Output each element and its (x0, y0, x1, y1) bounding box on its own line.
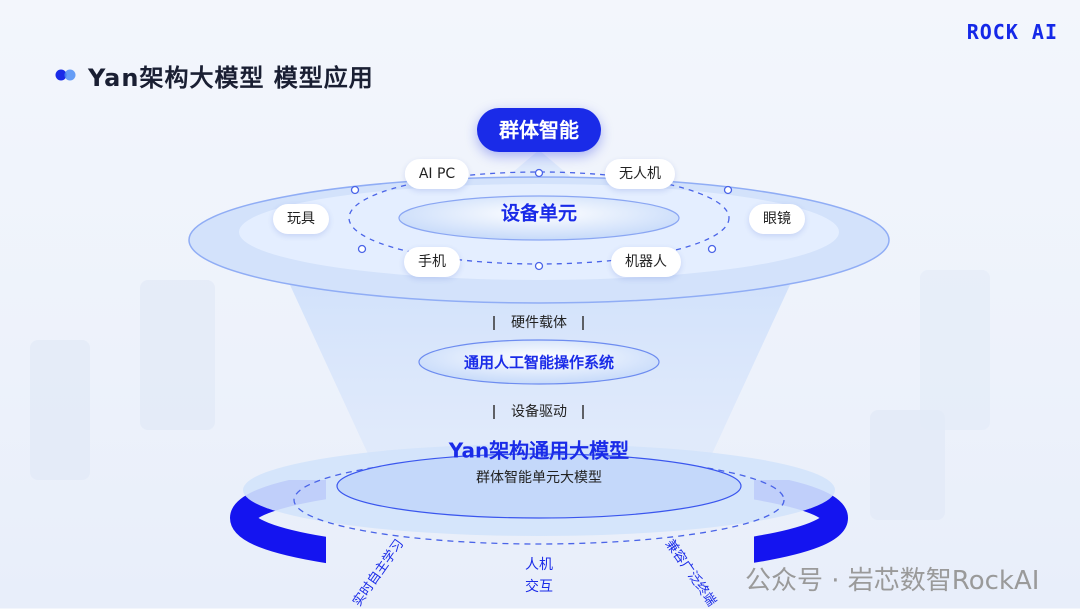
page-title: Yan架构大模型 模型应用 (88, 64, 374, 92)
title-bullet-icon (55, 69, 76, 81)
device-unit-disc (398, 195, 680, 241)
rockai-logo: ROCK AI (966, 20, 1058, 44)
device-driver-label: 设备驱动 (511, 404, 567, 420)
device-ai-pc: AI PC (404, 159, 470, 189)
watermark: 公众号 · 岩芯数智RockAI (745, 566, 1040, 596)
model-title: Yan架构通用大模型 (448, 438, 630, 463)
bg-block (920, 270, 990, 430)
device-unit-label: 设备单元 (500, 202, 578, 225)
bg-block (30, 340, 90, 480)
os-label: 通用人工智能操作系统 (463, 353, 615, 372)
os-disc (418, 339, 660, 385)
feature-hci-line2: 交互 (525, 579, 553, 595)
hardware-carrier-label: 硬件载体 (511, 315, 567, 331)
bg-block (870, 410, 945, 520)
device-robot: 机器人 (611, 247, 681, 277)
model-subtitle: 群体智能单元大模型 (476, 470, 602, 486)
bottom-inner-disc (336, 453, 742, 519)
swarm-intelligence-node: 群体智能 (477, 108, 601, 152)
feature-hci-line1: 人机 (525, 557, 553, 573)
bottom-dashed-ring (293, 455, 785, 545)
ring-node-dots (350, 168, 733, 271)
device-glasses: 眼镜 (749, 204, 805, 234)
device-phone: 手机 (404, 247, 460, 277)
up-arrow-icons (493, 316, 584, 419)
device-drone: 无人机 (605, 159, 675, 189)
bg-block (140, 280, 215, 430)
device-toy: 玩具 (273, 204, 329, 234)
